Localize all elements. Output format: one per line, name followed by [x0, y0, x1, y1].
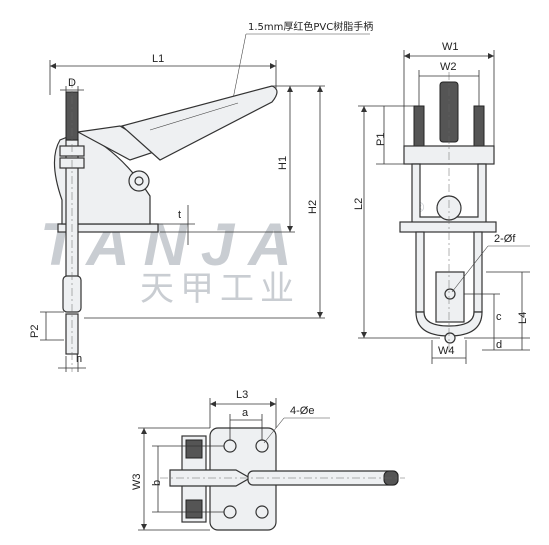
dim-W4: W4: [438, 345, 455, 357]
dim-H2: H2: [307, 200, 319, 214]
dim-W1: W1: [442, 41, 459, 53]
front-view: W1 W2 P1 L2 2-Øf c d L4: [353, 41, 530, 364]
handle-callout: 1.5mm厚红色PVC树脂手柄: [231, 20, 373, 105]
watermark-chinese: 天甲工业: [140, 269, 300, 309]
dim-L2: L2: [353, 198, 365, 210]
bottom-hole-2: [255, 439, 269, 453]
dim-b: b: [151, 480, 163, 486]
dim-W2: W2: [440, 61, 457, 73]
dim-a: a: [242, 407, 249, 419]
front-loop: [415, 311, 483, 337]
dim-L1: L1: [152, 53, 164, 65]
side-view: L1 D H1 H2 t P2 h: [29, 53, 325, 372]
dim-P2: P2: [29, 325, 41, 338]
dim-d: d: [496, 339, 502, 351]
dim-P1: P1: [375, 133, 387, 146]
bottom-hole-4: [255, 505, 269, 519]
front-hole-lower: [444, 332, 456, 344]
dim-D: D: [68, 77, 76, 89]
dim-c: c: [496, 311, 502, 323]
dim-H1: H1: [277, 156, 289, 170]
watermark: TANJA ® 天甲工业: [40, 200, 426, 309]
bottom-hole-3: [223, 505, 237, 519]
dim-t: t: [178, 209, 181, 221]
front-stud-left: [413, 105, 425, 149]
front-stud-right: [473, 105, 485, 149]
dim-h: h: [76, 353, 82, 365]
front-base: [399, 221, 497, 233]
bottom-view: L3 a 4-Øe W3 b: [131, 389, 405, 531]
dim-L4: L4: [517, 312, 529, 324]
dim-L3: L3: [236, 389, 248, 401]
handle-note: 1.5mm厚红色PVC树脂手柄: [248, 20, 373, 33]
dim-holes-f: 2-Øf: [494, 233, 516, 245]
dim-W3: W3: [131, 474, 143, 491]
bottom-hole-1: [223, 439, 237, 453]
dim-holes-e: 4-Øe: [290, 405, 314, 417]
